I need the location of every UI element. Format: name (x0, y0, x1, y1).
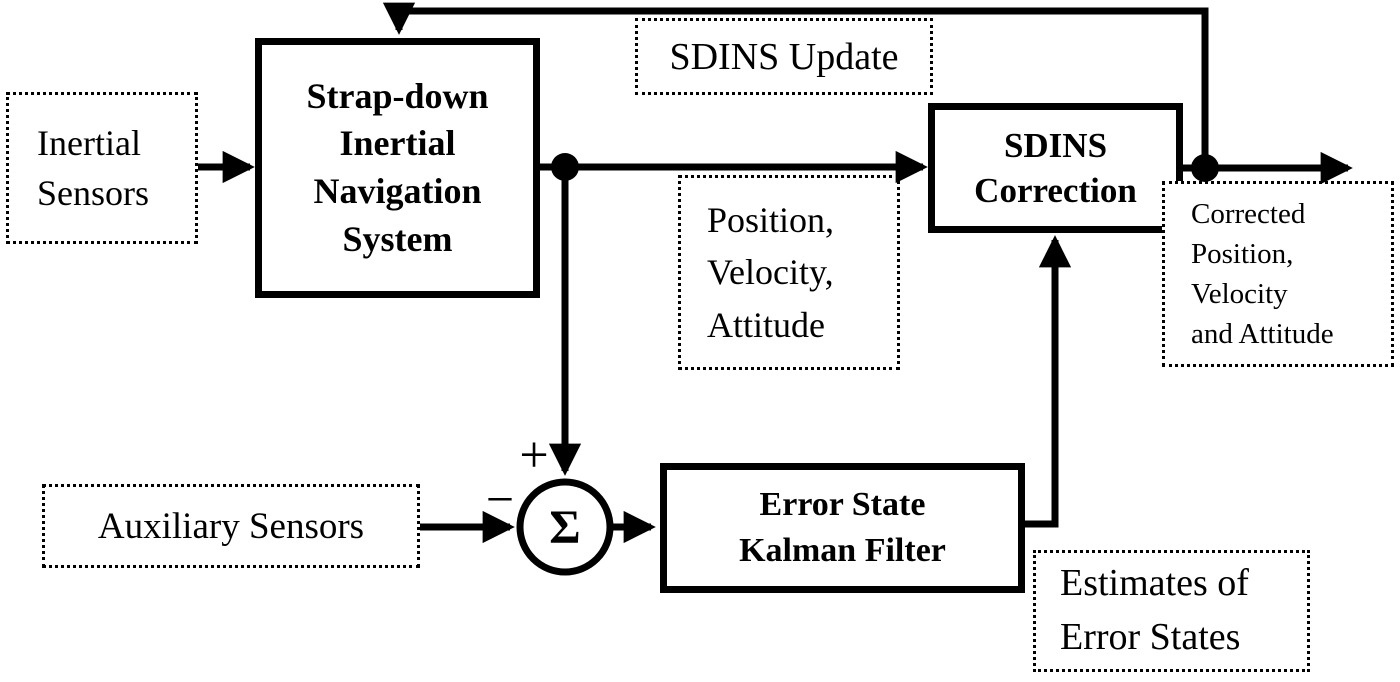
sdins-correction-node: SDINS Correction (928, 103, 1183, 233)
estimates-of-error-states-label: Estimates of Error States (1033, 550, 1310, 672)
arrow-kalman-to-correction (1025, 235, 1072, 528)
sdins-update-label: SDINS Update (635, 18, 933, 95)
auxiliary-sensors-node: Auxiliary Sensors (42, 484, 420, 568)
position-velocity-attitude-label: Position, Velocity, Attitude (678, 175, 900, 370)
inertial-sensors-node: Inertial Sensors (6, 92, 198, 244)
sigma-symbol: Σ (549, 500, 581, 554)
strapdown-ins-node: Strap-down Inertial Navigation System (255, 38, 540, 298)
minus-sign: − (485, 471, 515, 527)
error-state-kalman-filter-node: Error State Kalman Filter (660, 463, 1025, 593)
junction-dot-pva (551, 153, 579, 181)
corrected-output-label: Corrected Position, Velocity and Attitud… (1162, 181, 1394, 367)
plus-sign: + (519, 426, 549, 484)
junction-dot-output (1191, 154, 1219, 182)
